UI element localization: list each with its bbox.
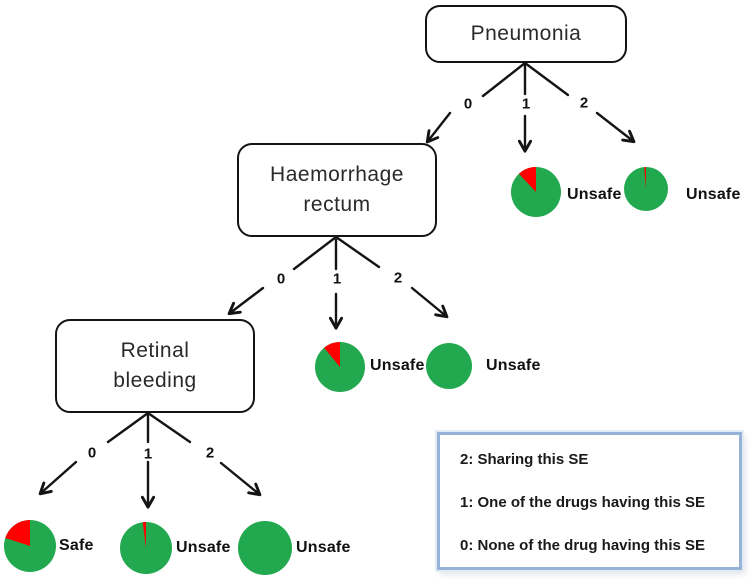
pie-retinal-1 <box>120 522 172 574</box>
node-label-line: Retinal <box>120 339 190 362</box>
branch-arrow <box>595 111 633 141</box>
branch-label-pneumonia-1: 1 <box>521 95 531 113</box>
node-label-line: Haemorrhage <box>270 163 404 186</box>
pie-label-haemorrhage-1: Unsafe <box>370 357 425 374</box>
branch-line <box>146 411 192 444</box>
branch-line <box>334 235 381 269</box>
pie-label-pneumonia-2: Unsafe <box>686 186 741 203</box>
pie-haemorrhage-2 <box>426 343 472 389</box>
branch-label-retinal-1: 1 <box>143 445 153 463</box>
branch-line <box>523 61 570 97</box>
branch-arrow <box>219 461 259 494</box>
branch-line <box>292 235 338 271</box>
pie-label-retinal-1: Unsafe <box>176 539 231 556</box>
node-haemorrhage-rectum: Haemorrhage rectum <box>237 143 437 237</box>
branch-lines <box>41 61 633 506</box>
pie-label-haemorrhage-2: Unsafe <box>486 357 541 374</box>
node-retinal-bleeding: Retinal bleeding <box>55 319 255 413</box>
legend-item-1: 1: One of the drugs having this SE <box>460 493 706 511</box>
branch-arrow <box>41 460 78 493</box>
branch-line <box>481 61 527 98</box>
branch-arrow <box>230 286 265 313</box>
branch-label-retinal-2: 2 <box>205 444 215 462</box>
legend-item-0: 0: None of the drug having this SE <box>460 536 706 554</box>
pie-pneumonia-1 <box>511 167 561 217</box>
pie-haemorrhage-1 <box>315 342 365 392</box>
branch-label-haemorrhage-2: 2 <box>393 269 403 287</box>
branch-line <box>106 411 150 444</box>
branch-label-pneumonia-2: 2 <box>579 94 589 112</box>
legend-item-2: 2: Sharing this SE <box>460 450 589 468</box>
branch-label-retinal-0: 0 <box>87 444 97 462</box>
node-label-line: bleeding <box>113 369 197 392</box>
pie-retinal-0 <box>4 520 56 572</box>
branch-arrow <box>410 286 446 316</box>
branch-arrow <box>428 111 452 141</box>
branch-label-haemorrhage-1: 1 <box>332 270 342 288</box>
pie-label-pneumonia-1: Unsafe <box>567 186 622 203</box>
pie-retinal-2 <box>238 521 292 575</box>
pie-pneumonia-2 <box>624 166 668 211</box>
node-label-line: rectum <box>303 193 371 216</box>
node-label-line: Pneumonia <box>470 22 582 45</box>
pie-label-retinal-0: Safe <box>59 537 94 554</box>
branch-label-haemorrhage-0: 0 <box>276 270 286 288</box>
pie-label-retinal-2: Unsafe <box>296 539 351 556</box>
branch-label-pneumonia-0: 0 <box>463 95 473 113</box>
legend-box: 2: Sharing this SE 1: One of the drugs h… <box>437 432 742 570</box>
node-pneumonia: Pneumonia <box>425 5 627 63</box>
